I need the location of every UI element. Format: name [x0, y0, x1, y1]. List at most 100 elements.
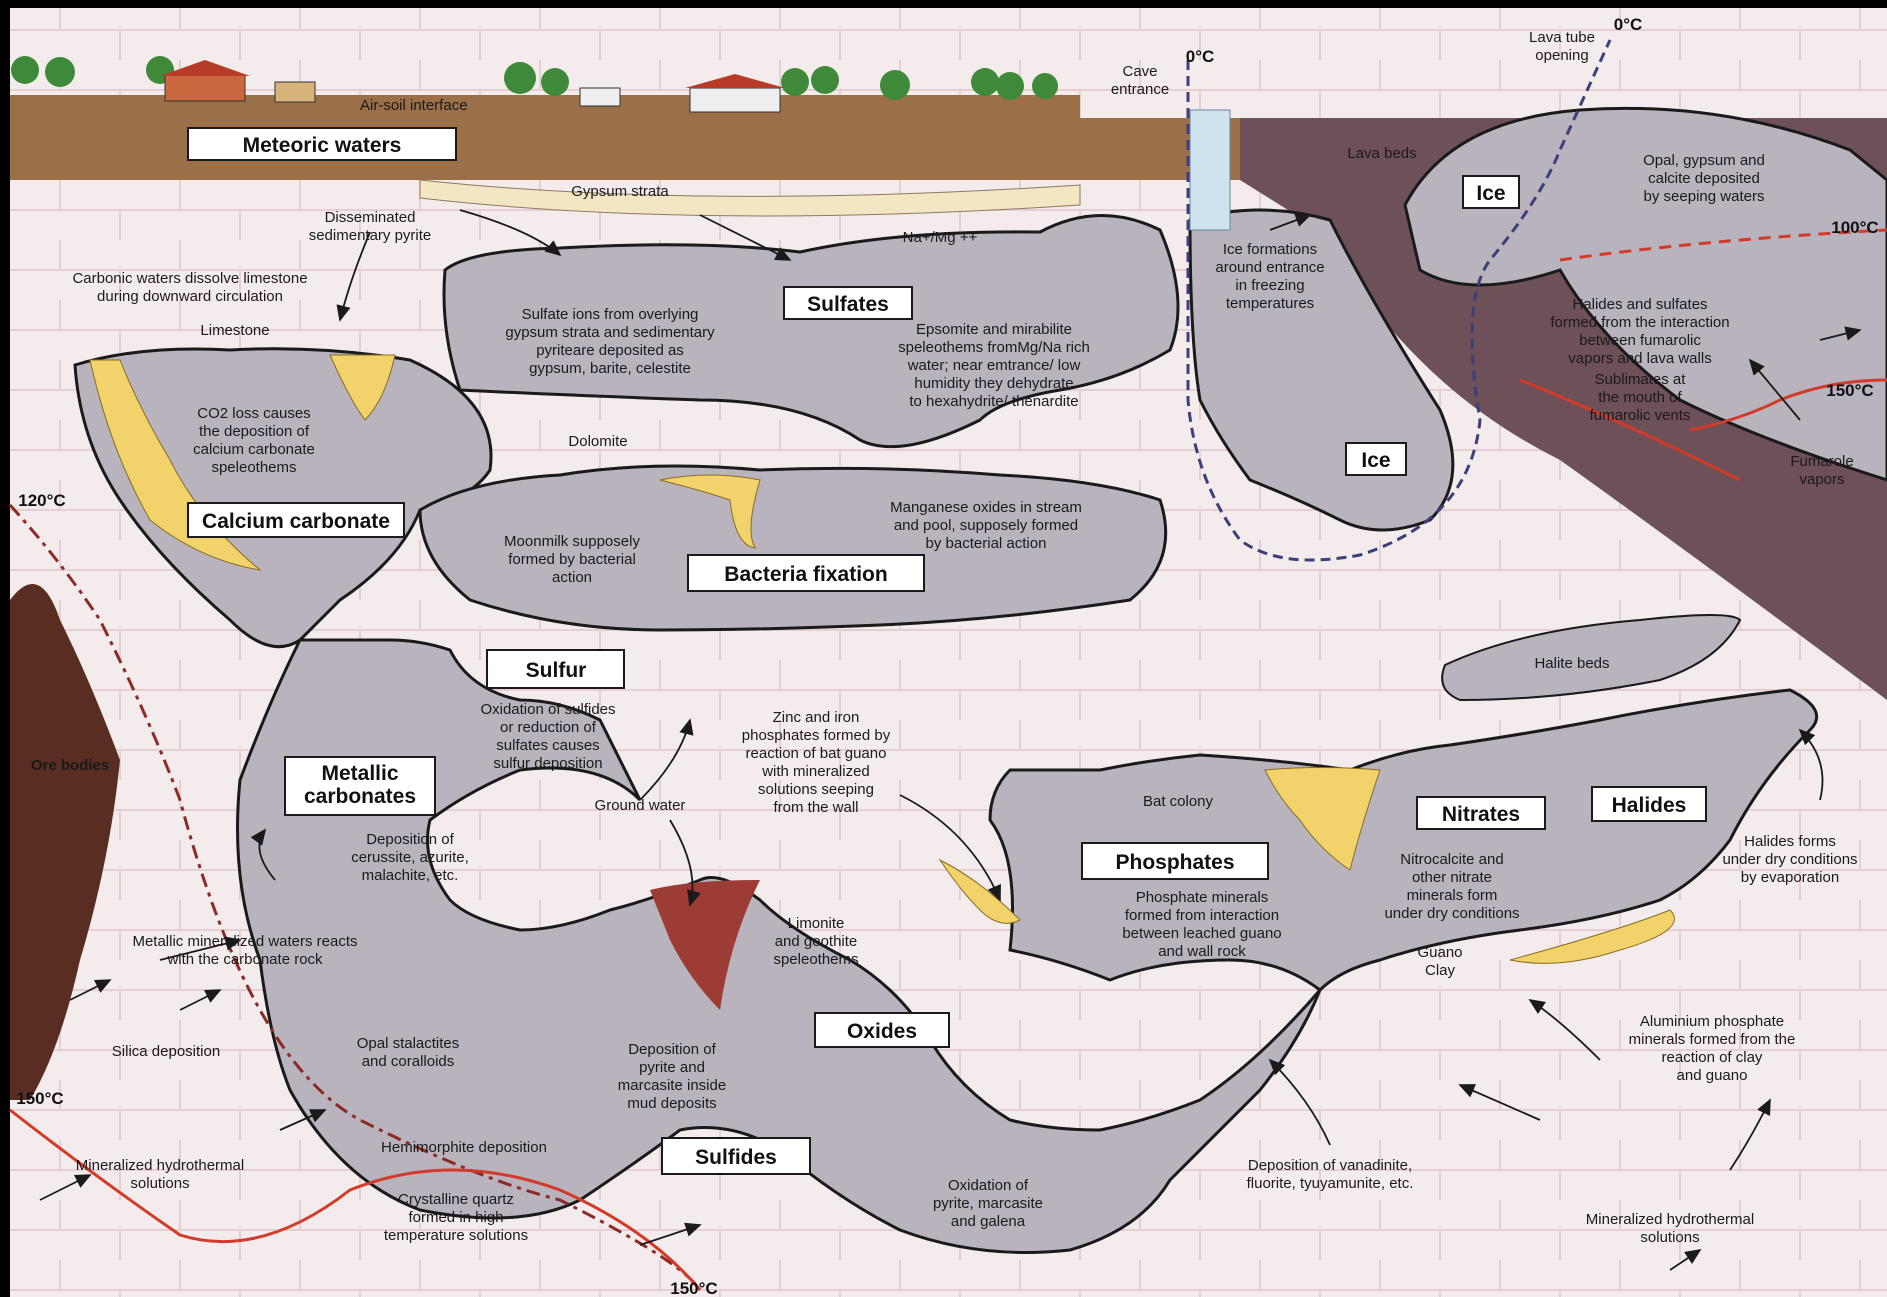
svg-text:Ore bodies: Ore bodies — [31, 757, 109, 774]
svg-text:Sulfides: Sulfides — [695, 1146, 777, 1169]
svg-text:vapors: vapors — [1799, 471, 1844, 488]
svg-text:Sulfate ions from overlying: Sulfate ions from overlying — [522, 306, 699, 323]
svg-text:sulfates causes: sulfates causes — [496, 737, 599, 754]
svg-text:Moonmilk supposely: Moonmilk supposely — [504, 533, 640, 550]
svg-text:Zinc and iron: Zinc and iron — [773, 709, 860, 726]
svg-text:100°C: 100°C — [1831, 218, 1878, 237]
svg-text:Lava beds: Lava beds — [1347, 145, 1416, 162]
svg-text:other nitrate: other nitrate — [1412, 869, 1492, 886]
svg-text:Nitrates: Nitrates — [1442, 803, 1520, 826]
svg-text:by bacterial action: by bacterial action — [926, 535, 1047, 552]
svg-text:vapors and lava walls: vapors and lava walls — [1568, 350, 1711, 367]
svg-text:150°C: 150°C — [16, 1089, 63, 1108]
box-sulfur: Sulfur — [487, 650, 624, 688]
svg-text:pyriteare deposited as: pyriteare deposited as — [536, 342, 684, 359]
box-meteoric-waters: Meteoric waters — [188, 128, 456, 160]
svg-text:the mouth of: the mouth of — [1598, 389, 1682, 406]
svg-text:Halite beds: Halite beds — [1534, 655, 1609, 672]
svg-text:0°C: 0°C — [1186, 47, 1215, 66]
svg-text:Mineralized hydrothermal: Mineralized hydrothermal — [1586, 1211, 1754, 1228]
svg-text:Bacteria fixation: Bacteria fixation — [724, 563, 887, 586]
svg-text:Metallic mineralized waters re: Metallic mineralized waters reacts — [132, 933, 357, 950]
svg-text:Ice: Ice — [1476, 182, 1505, 205]
svg-text:temperature solutions: temperature solutions — [384, 1227, 528, 1244]
svg-text:120°C: 120°C — [18, 491, 65, 510]
svg-text:by evaporation: by evaporation — [1741, 869, 1839, 886]
svg-text:under dry conditions: under dry conditions — [1384, 905, 1519, 922]
svg-text:Disseminated: Disseminated — [325, 209, 416, 226]
svg-text:Opal stalactites: Opal stalactites — [357, 1035, 460, 1052]
svg-text:action: action — [552, 569, 592, 586]
svg-text:speleothems: speleothems — [773, 951, 858, 968]
svg-text:speleothems: speleothems — [211, 459, 296, 476]
svg-text:Dolomite: Dolomite — [568, 433, 627, 450]
svg-text:by seeping waters: by seeping waters — [1644, 188, 1765, 205]
svg-text:Calcium carbonate: Calcium carbonate — [202, 510, 390, 533]
svg-text:Metallic: Metallic — [321, 762, 398, 785]
svg-text:CO2 loss causes: CO2 loss causes — [197, 405, 310, 422]
svg-text:between leached guano: between leached guano — [1122, 925, 1281, 942]
svg-text:minerals formed from the: minerals formed from the — [1629, 1031, 1796, 1048]
svg-text:cerussite, azurite,: cerussite, azurite, — [351, 849, 469, 866]
svg-text:Nitrocalcite and: Nitrocalcite and — [1400, 851, 1503, 868]
svg-text:Oxidation of: Oxidation of — [948, 1177, 1029, 1194]
svg-text:between fumarolic: between fumarolic — [1579, 332, 1701, 349]
svg-text:pyrite, marcasite: pyrite, marcasite — [933, 1195, 1043, 1212]
svg-text:formed in high: formed in high — [408, 1209, 503, 1226]
svg-text:Gypsum strata: Gypsum strata — [571, 183, 669, 200]
svg-text:Hemimorphite deposition: Hemimorphite deposition — [381, 1139, 547, 1156]
svg-text:and wall rock: and wall rock — [1158, 943, 1246, 960]
svg-text:fluorite, tyuyamunite, etc.: fluorite, tyuyamunite, etc. — [1247, 1175, 1414, 1192]
svg-text:Crystalline quartz: Crystalline quartz — [398, 1191, 514, 1208]
svg-text:sulfur deposition: sulfur deposition — [493, 755, 602, 772]
svg-text:formed from the interaction: formed from the interaction — [1550, 314, 1729, 331]
svg-text:Sulfur: Sulfur — [526, 659, 587, 682]
svg-text:Lava tube: Lava tube — [1529, 29, 1595, 46]
svg-text:and geothite: and geothite — [775, 933, 858, 950]
svg-text:pyrite and: pyrite and — [639, 1059, 705, 1076]
svg-text:from the wall: from the wall — [773, 799, 858, 816]
svg-text:calcium carbonate: calcium carbonate — [193, 441, 315, 458]
svg-text:Mineralized hydrothermal: Mineralized hydrothermal — [76, 1157, 244, 1174]
box-phosphates: Phosphates — [1082, 843, 1268, 879]
svg-text:formed from interaction: formed from interaction — [1125, 907, 1279, 924]
svg-text:carbonates: carbonates — [304, 785, 416, 808]
svg-text:Meteoric waters: Meteoric waters — [243, 134, 402, 157]
svg-text:or reduction of: or reduction of — [500, 719, 597, 736]
box-calcium-carbonate: Calcium carbonate — [188, 503, 404, 537]
svg-text:Cave: Cave — [1122, 63, 1157, 80]
svg-text:Halides and sulfates: Halides and sulfates — [1572, 296, 1707, 313]
svg-text:150°C: 150°C — [670, 1279, 717, 1297]
box-metallic-carbonates: Metalliccarbonates — [285, 757, 435, 815]
svg-text:and guano: and guano — [1677, 1067, 1748, 1084]
svg-text:malachite, etc.: malachite, etc. — [362, 867, 459, 884]
svg-text:and coralloids: and coralloids — [362, 1053, 455, 1070]
svg-text:gypsum strata and sedimentary: gypsum strata and sedimentary — [505, 324, 715, 341]
svg-text:water; near emtrance/ low: water; near emtrance/ low — [907, 357, 1081, 374]
svg-text:sedimentary pyrite: sedimentary pyrite — [309, 227, 432, 244]
svg-text:Ice: Ice — [1361, 449, 1390, 472]
svg-text:Clay: Clay — [1425, 962, 1456, 979]
svg-text:Manganese oxides in stream: Manganese oxides in stream — [890, 499, 1082, 516]
svg-text:reaction of bat guano: reaction of bat guano — [746, 745, 887, 762]
svg-text:Air-soil interface: Air-soil interface — [360, 97, 468, 114]
svg-text:Halides forms: Halides forms — [1744, 833, 1836, 850]
svg-text:Sublimates at: Sublimates at — [1595, 371, 1687, 388]
svg-text:Halides: Halides — [1612, 794, 1687, 817]
svg-text:Guano: Guano — [1417, 944, 1462, 961]
svg-text:Bat colony: Bat colony — [1143, 793, 1214, 810]
svg-text:speleothems fromMg/Na rich: speleothems fromMg/Na rich — [898, 339, 1090, 356]
svg-text:Opal, gypsum and: Opal, gypsum and — [1643, 152, 1765, 169]
svg-text:around entrance: around entrance — [1215, 259, 1324, 276]
svg-text:the deposition of: the deposition of — [199, 423, 310, 440]
svg-text:reaction of clay: reaction of clay — [1662, 1049, 1763, 1066]
svg-text:formed by bacterial: formed by bacterial — [508, 551, 636, 568]
box-ice-lava: Ice — [1463, 176, 1519, 208]
svg-text:with mineralized: with mineralized — [761, 763, 870, 780]
svg-text:temperatures: temperatures — [1226, 295, 1314, 312]
svg-text:Fumarole: Fumarole — [1790, 453, 1853, 470]
svg-text:Carbonic waters dissolve limes: Carbonic waters dissolve limestone — [72, 270, 307, 287]
icefall — [1190, 110, 1230, 230]
svg-text:with the carbonate rock: with the carbonate rock — [166, 951, 323, 968]
